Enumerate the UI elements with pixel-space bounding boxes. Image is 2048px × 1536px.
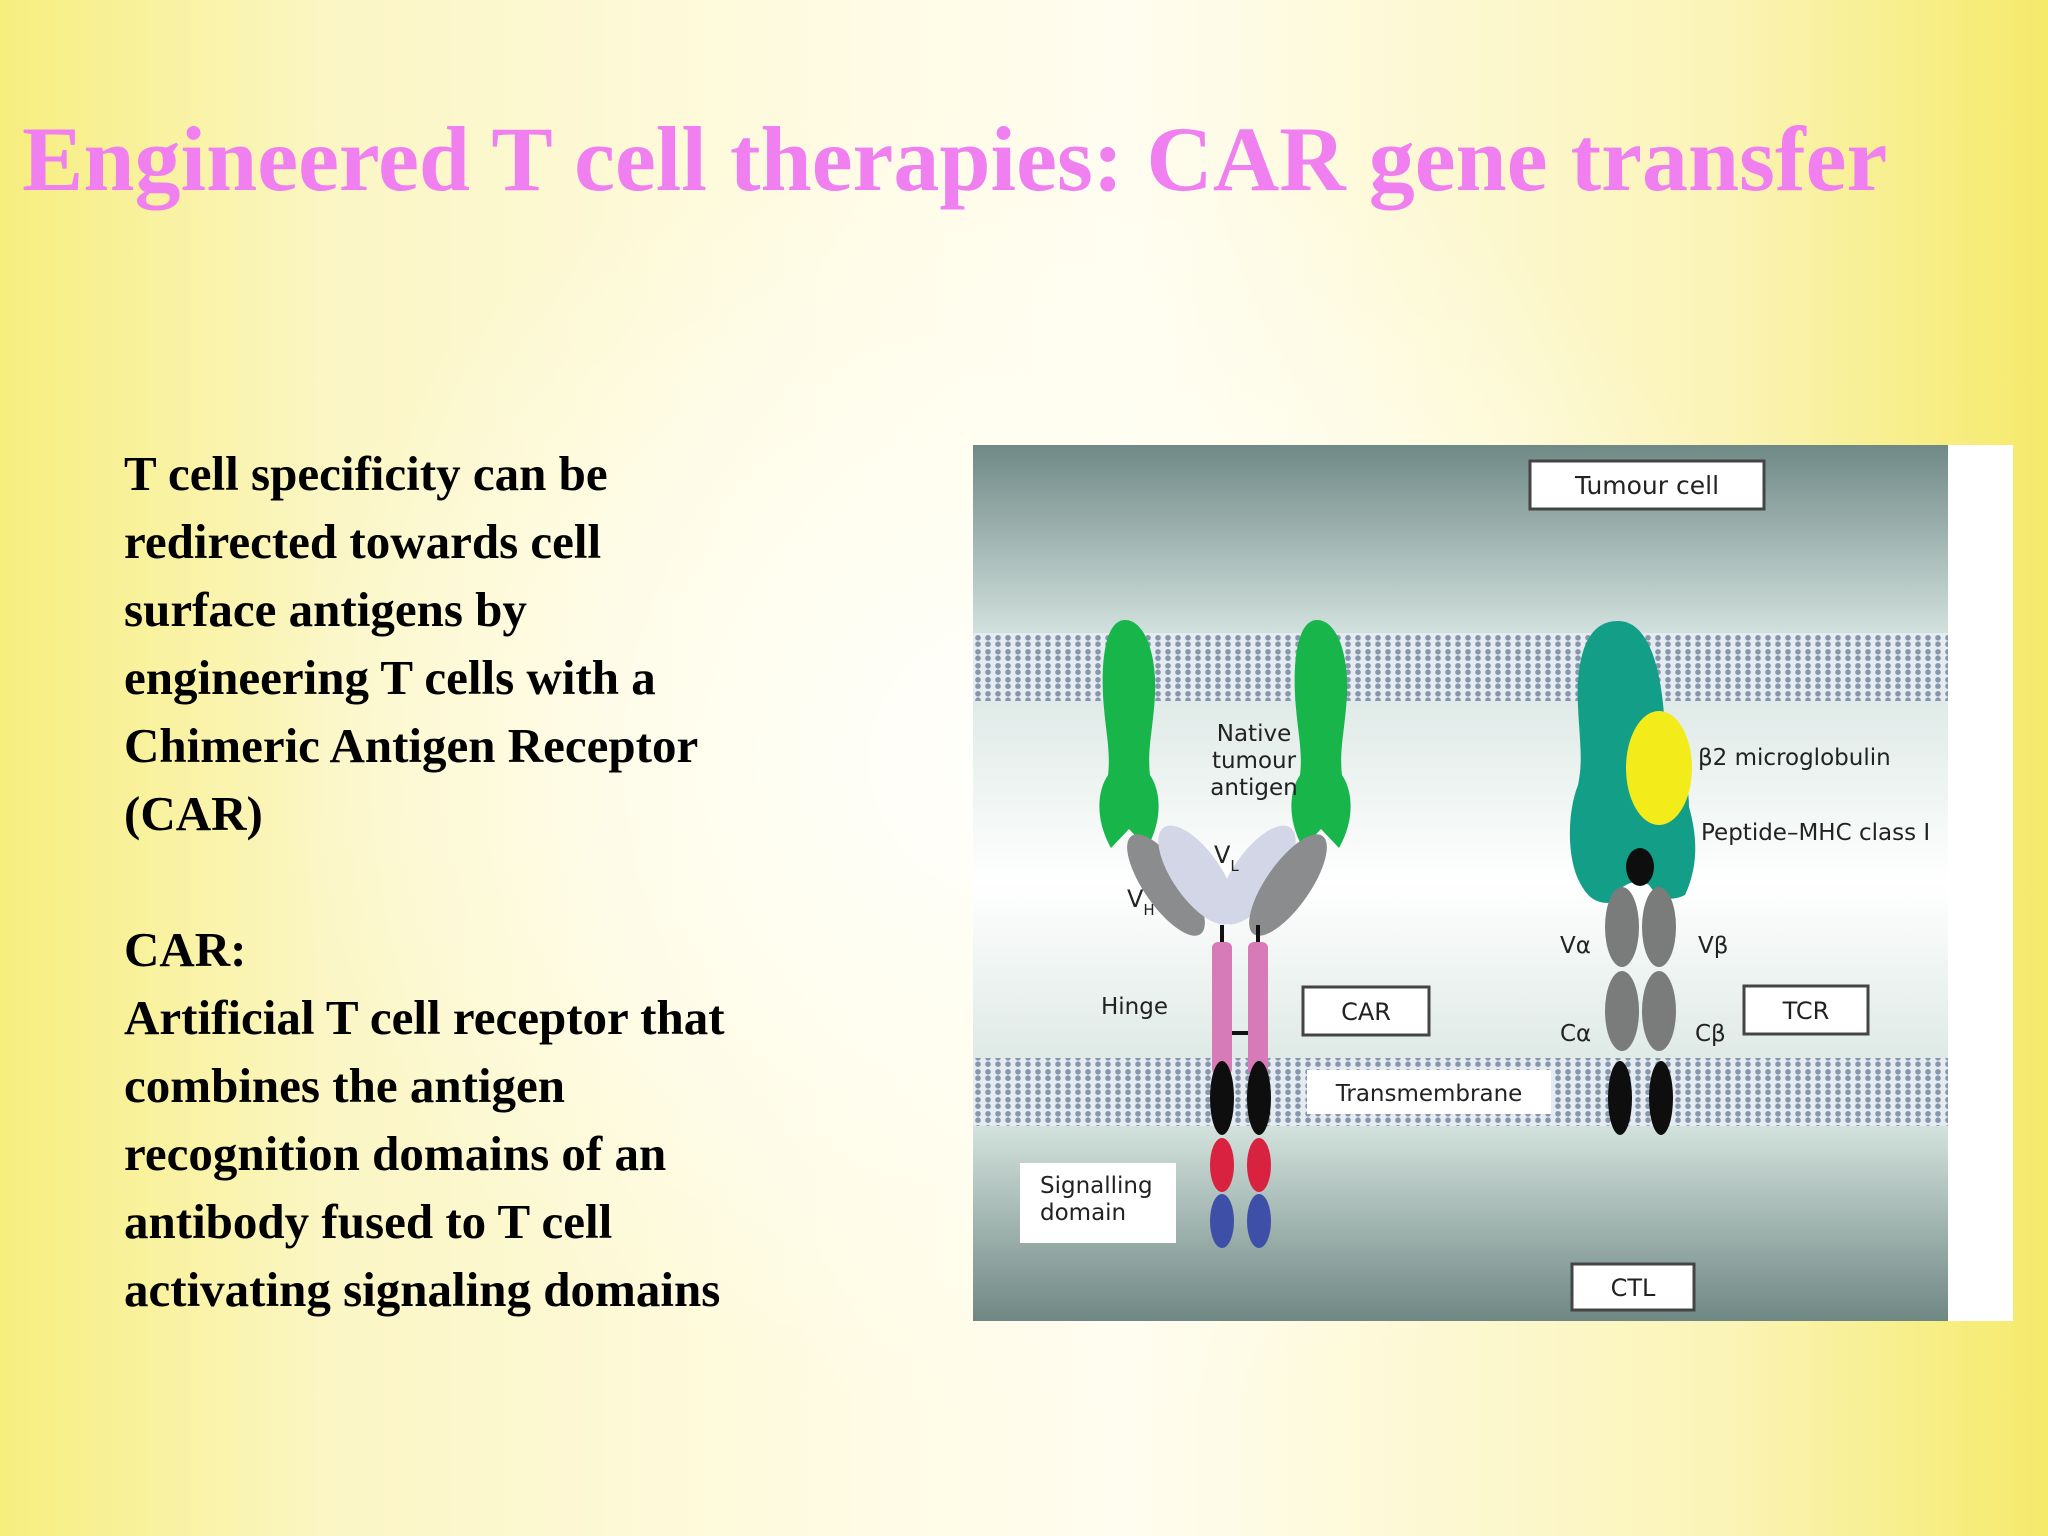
- signalling-box: Signalling domain: [1020, 1163, 1176, 1243]
- native-antigen-line-3: antigen: [1210, 775, 1297, 801]
- slide-title: Engineered T cell therapies: CAR gene tr…: [22, 108, 1888, 210]
- tcr-v-beta: [1642, 887, 1676, 967]
- tcr-box: TCR: [1742, 984, 1870, 1036]
- native-antigen-line-1: Native: [1217, 721, 1291, 747]
- signalling-domain-blue-right: [1247, 1194, 1271, 1248]
- signalling-line-2: domain: [1040, 1200, 1126, 1226]
- tumour-cell-label: Tumour cell: [1574, 471, 1719, 500]
- tcr-transmembrane-alpha: [1608, 1061, 1632, 1135]
- car-transmembrane-left: [1210, 1061, 1234, 1135]
- vh-domain-left: [1127, 834, 1205, 936]
- tumour-cell-box: Tumour cell: [1528, 459, 1766, 511]
- transmembrane-label: Transmembrane: [1335, 1081, 1523, 1107]
- signalling-line-1: Signalling: [1040, 1173, 1153, 1199]
- vl-domain-right: [1218, 825, 1296, 925]
- intro-paragraph: T cell specificity can be redirected tow…: [124, 446, 698, 841]
- vh-label: VH: [1127, 885, 1155, 919]
- peptide: [1626, 848, 1654, 886]
- hinge-right: [1248, 942, 1268, 1075]
- car-box: CAR: [1301, 985, 1431, 1037]
- v-beta-label: Vβ: [1698, 933, 1728, 959]
- tcr-c-alpha: [1605, 971, 1639, 1051]
- signalling-domain-blue-left: [1210, 1194, 1234, 1248]
- car-definition: Artificial T cell receptor that combines…: [124, 990, 725, 1317]
- native-antigen-line-2: tumour: [1212, 748, 1297, 774]
- car-box-label: CAR: [1341, 998, 1391, 1026]
- signalling-domain-red-left: [1210, 1138, 1234, 1192]
- pmhc-label: Peptide–MHC class I: [1701, 820, 1930, 846]
- c-alpha-label: Cα: [1560, 1021, 1591, 1047]
- car-heading: CAR:: [124, 922, 247, 977]
- tcr-transmembrane-beta: [1649, 1061, 1673, 1135]
- hinge-label: Hinge: [1101, 994, 1168, 1020]
- tcr-box-label: TCR: [1782, 997, 1830, 1025]
- body-text: T cell specificity can be redirected tow…: [124, 440, 764, 1324]
- tcr-c-beta: [1642, 971, 1676, 1051]
- v-alpha-label: Vα: [1560, 933, 1591, 959]
- ctl-box: CTL: [1570, 1262, 1696, 1312]
- hinge-left: [1212, 942, 1232, 1075]
- vl-label: VL: [1214, 841, 1239, 875]
- vl-domain-left: [1158, 825, 1236, 925]
- vh-domain-right: [1249, 834, 1327, 936]
- c-beta-label: Cβ: [1695, 1021, 1726, 1047]
- transmembrane-box: Transmembrane: [1307, 1070, 1551, 1114]
- diagram-right-margin: [1948, 445, 2013, 1321]
- tcr-v-alpha: [1605, 887, 1639, 967]
- car-transmembrane-right: [1247, 1061, 1271, 1135]
- b2m-label: β2 microglobulin: [1698, 745, 1891, 771]
- tumour-antigen-left: [1099, 620, 1159, 848]
- signalling-domain-red-right: [1247, 1138, 1271, 1192]
- paragraph-spacer: [124, 848, 764, 916]
- beta2-microglobulin: [1626, 711, 1692, 825]
- tumour-antigen-right: [1291, 620, 1351, 848]
- car-tcr-diagram: Tumour cell Native tumour antigen VL VH …: [973, 445, 2013, 1321]
- ctl-label: CTL: [1611, 1274, 1656, 1302]
